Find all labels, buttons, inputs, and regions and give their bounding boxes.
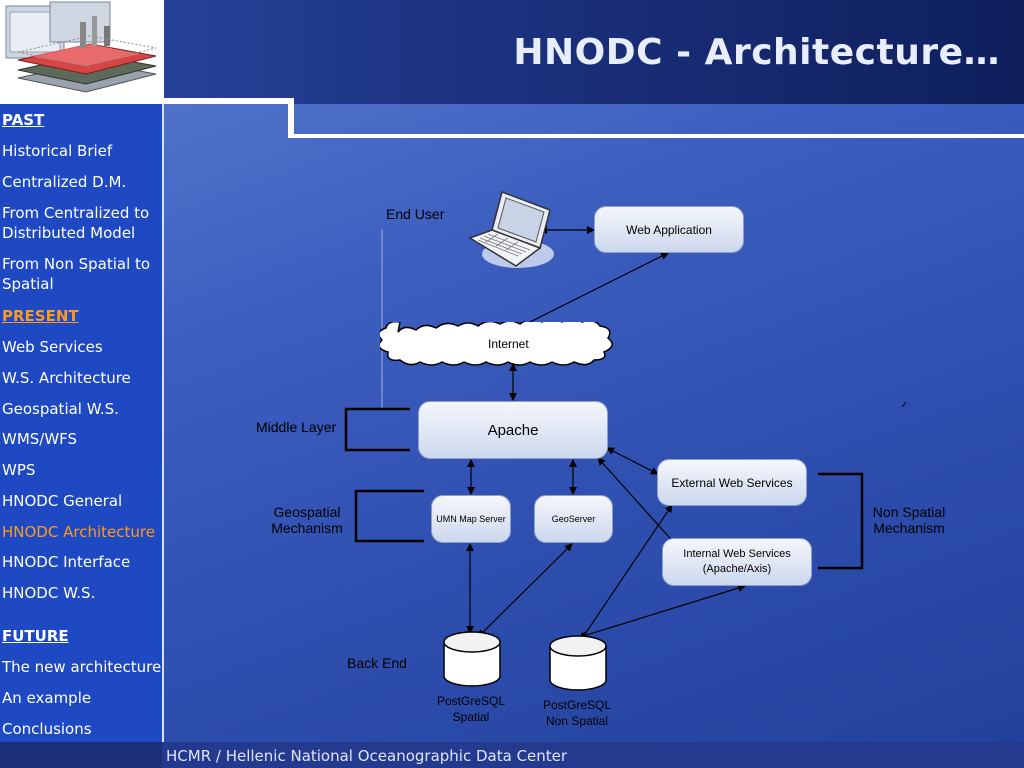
geoserver-box: GeoServer <box>534 495 613 543</box>
apache-label: Apache <box>488 422 539 439</box>
external-web-services-label: External Web Services <box>671 476 792 490</box>
internal-web-services-label-line1: Internal Web Services <box>683 547 790 562</box>
arrow-internal-pgnonspatial <box>580 586 745 637</box>
bracket-middle-layer <box>346 409 410 450</box>
pg-nonspatial-line1: PostGreSQL <box>534 697 620 713</box>
external-web-services-box: External Web Services <box>657 459 807 506</box>
non-spatial-mechanism-line1: Non Spatial <box>868 504 950 520</box>
non-spatial-mechanism-line2: Mechanism <box>868 520 950 536</box>
stray-mark <box>902 402 906 407</box>
umn-map-server-label: UMN Map Server <box>436 514 506 524</box>
laptop-icon <box>466 190 556 272</box>
geospatial-mechanism-label: Geospatial Mechanism <box>266 504 348 536</box>
bracket-geospatial <box>356 491 424 541</box>
internal-web-services-label-line2: (Apache/Axis) <box>703 562 771 577</box>
non-spatial-mechanism-label: Non Spatial Mechanism <box>868 504 950 536</box>
internet-label: Internet <box>488 337 529 351</box>
geospatial-mechanism-line1: Geospatial <box>266 504 348 520</box>
bracket-non-spatial <box>818 474 862 568</box>
footer-text: HCMR / Hellenic National Oceanographic D… <box>166 747 567 765</box>
end-user-label: End User <box>386 206 444 222</box>
footer-left-block <box>0 742 162 768</box>
pg-nonspatial-label: PostGreSQL Non Spatial <box>534 697 620 729</box>
middle-layer-label: Middle Layer <box>256 419 336 435</box>
umn-map-server-box: UMN Map Server <box>431 495 511 543</box>
pg-spatial-label: PostGreSQL Spatial <box>428 693 514 725</box>
database-nonspatial-icon <box>548 634 608 694</box>
pg-nonspatial-line2: Non Spatial <box>534 713 620 729</box>
internal-web-services-box: Internal Web Services (Apache/Axis) <box>662 538 812 586</box>
database-spatial-icon <box>442 630 502 690</box>
geoserver-label: GeoServer <box>552 514 596 524</box>
pg-spatial-line1: PostGreSQL <box>428 693 514 709</box>
arrow-apache-external <box>607 448 658 474</box>
web-application-box: Web Application <box>594 206 744 253</box>
web-application-label: Web Application <box>626 223 712 237</box>
apache-box: Apache <box>418 401 608 459</box>
pg-spatial-line2: Spatial <box>428 709 514 725</box>
back-end-label: Back End <box>347 655 407 671</box>
geospatial-mechanism-line2: Mechanism <box>266 520 348 536</box>
arrow-geoserver-pgspatial <box>478 544 572 637</box>
